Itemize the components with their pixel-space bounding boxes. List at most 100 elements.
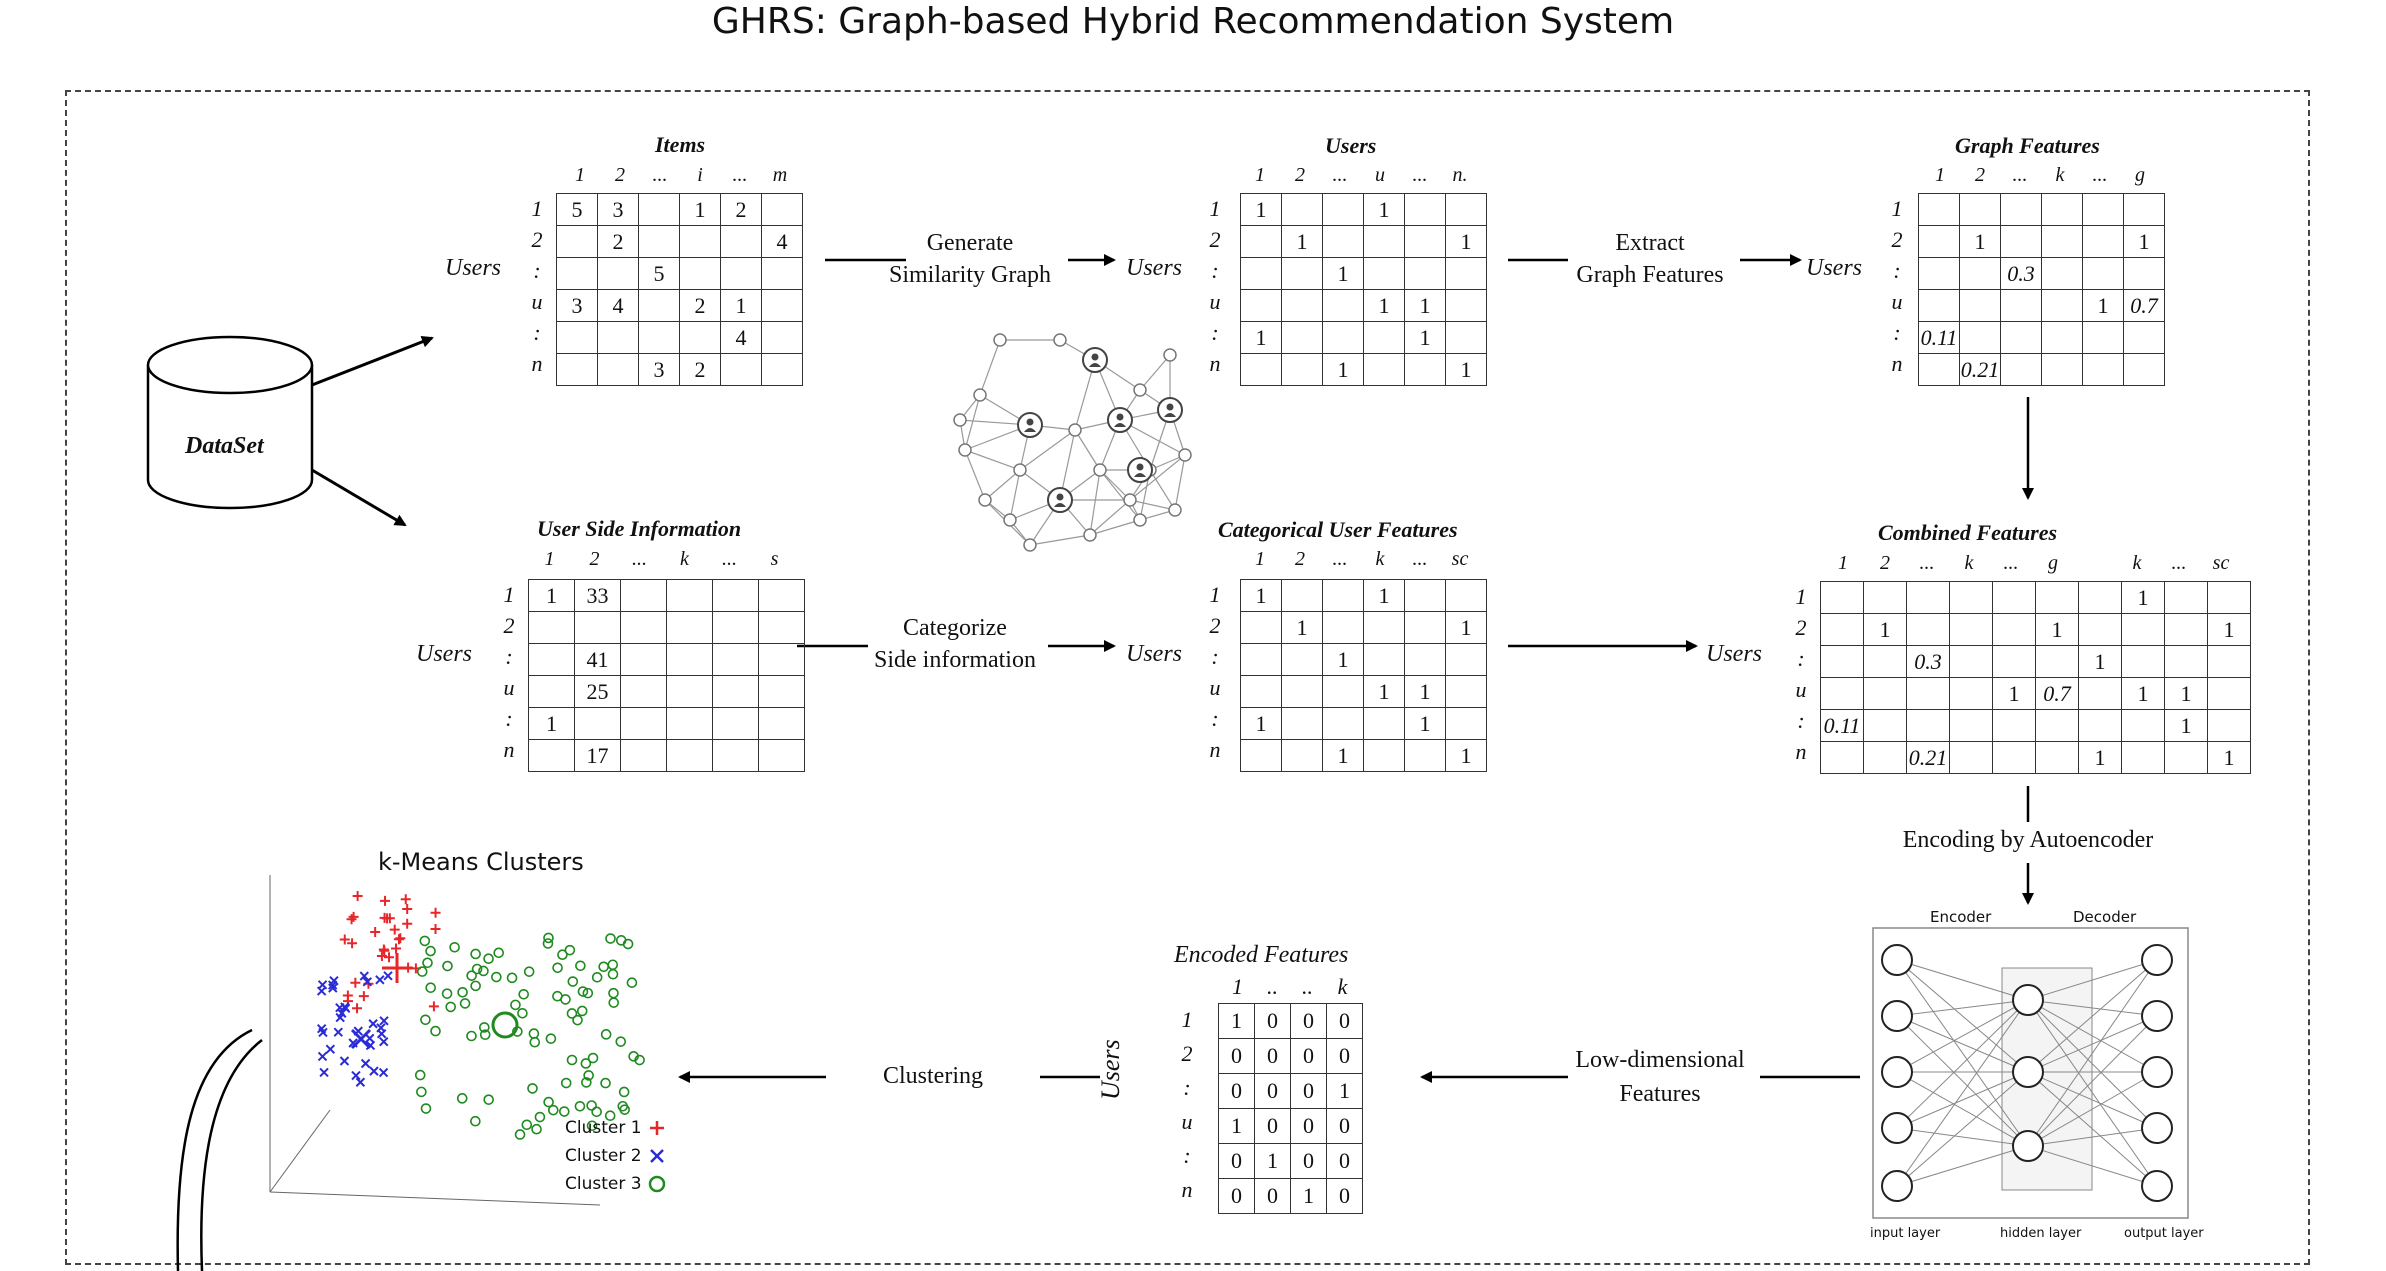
ae-connection: [1896, 1071, 2029, 1147]
matrix-cell: [2164, 741, 2208, 774]
row-header: 2: [1795, 615, 1807, 640]
cluster-2-point: [327, 980, 338, 990]
matrix-cell: [1281, 289, 1323, 322]
combined-title: Combined Features: [1878, 520, 2058, 545]
matrix-cell: 1: [2164, 677, 2208, 710]
matrix-cell: [574, 707, 621, 740]
column-header: k: [1964, 552, 1974, 574]
cluster-3-point: [470, 948, 481, 960]
matrix-cell: [1240, 611, 1282, 644]
column-header: k: [1375, 548, 1385, 570]
network-edge: [1029, 534, 1091, 546]
cluster-2-centroid: [350, 1028, 372, 1050]
cluster-2-point: [333, 1027, 343, 1037]
ae-connection: [1896, 1015, 2029, 1073]
matrix-cell: 0: [1254, 1108, 1291, 1144]
users-matrix-title: Users: [1325, 133, 1377, 158]
ae-connection: [2027, 999, 2158, 1187]
legend-marker-2: [650, 1149, 664, 1163]
row-header: :: [1183, 1075, 1191, 1100]
matrix-cell: [1404, 611, 1446, 644]
matrix-cell: [1281, 707, 1323, 740]
network-edge: [964, 394, 981, 451]
matrix-cell: [712, 643, 759, 676]
matrix-cell: [2164, 645, 2208, 678]
matrix-cell: [666, 643, 713, 676]
cluster-3-point: [420, 1103, 432, 1114]
matrix-cell: 1: [1404, 289, 1446, 322]
matrix-cell: [712, 611, 759, 644]
matrix-cell: [574, 611, 621, 644]
matrix-cell: [1363, 643, 1405, 676]
cluster-2-point: [340, 1002, 350, 1012]
matrix-cell: [2078, 709, 2122, 742]
matrix-cell: [666, 579, 713, 612]
matrix-cell: [1906, 613, 1950, 646]
user-body: [1134, 473, 1146, 477]
cluster-2-point: [379, 1037, 389, 1047]
cluster-3-point: [483, 1094, 494, 1105]
matrix-cell: 1: [1281, 611, 1323, 644]
matrix-cell: [1240, 225, 1282, 258]
matrix-cell: [620, 611, 667, 644]
cluster-3-point: [600, 1077, 611, 1089]
cluster-3-point: [618, 1086, 630, 1098]
matrix-cell: [1820, 677, 1864, 710]
matrix-cell: [2041, 257, 2083, 290]
network-edge: [964, 449, 986, 501]
matrix-cell: 0.7: [2123, 289, 2165, 322]
generate-label-line1: Generate: [926, 230, 1014, 256]
cluster-3-point: [615, 1036, 627, 1047]
row-header: 2: [1209, 613, 1221, 638]
cluster-1-point: [402, 903, 413, 914]
matrix-cell: [1363, 321, 1405, 354]
ae-connection: [2027, 1015, 2158, 1073]
matrix-cell: [1906, 581, 1950, 614]
network-edge: [984, 469, 1021, 501]
matrix-cell: 4: [761, 225, 803, 258]
ae-connection: [2027, 1015, 2158, 1147]
matrix-cell: 1: [1363, 289, 1405, 322]
encoder-label: Encoder: [1930, 908, 1992, 926]
arrow-dataset-to-items: [311, 336, 434, 387]
ae-connection: [1896, 999, 2029, 1129]
cluster-3-point: [547, 1104, 559, 1116]
network-node: [973, 388, 987, 402]
matrix-cell: [1281, 675, 1323, 708]
cluster-2-point: [376, 1023, 386, 1033]
ae-connection: [1896, 1071, 2029, 1129]
network-edge: [1099, 469, 1141, 521]
matrix-cell: [1363, 225, 1405, 258]
categorical-title: Categorical User Features: [1218, 517, 1458, 542]
matrix-cell: 0: [1218, 1038, 1255, 1074]
network-node: [1133, 513, 1147, 527]
matrix-cell: [1820, 645, 1864, 678]
matrix-cell: [666, 675, 713, 708]
column-header: ...: [722, 548, 737, 570]
ae-connection: [1896, 1145, 2029, 1187]
matrix-cell: 1: [1281, 225, 1323, 258]
matrix-cell: [1906, 677, 1950, 710]
matrix-cell: [528, 611, 575, 644]
matrix-row: 5: [556, 257, 803, 290]
matrix-cell: 1: [1322, 739, 1364, 772]
cluster-3-point: [626, 977, 638, 988]
cluster-3-point: [607, 968, 619, 980]
ae-neuron: [2141, 944, 2173, 976]
cluster-3-point: [479, 1029, 491, 1041]
row-header: u: [1891, 289, 1903, 314]
matrix-cell: [758, 675, 805, 708]
matrix-cell: [1404, 579, 1446, 612]
matrix-cell: [2164, 613, 2208, 646]
user-body: [1164, 413, 1176, 417]
network-edge: [1099, 469, 1131, 501]
matrix-cell: [1918, 289, 1960, 322]
cluster-3-centroid: [491, 1011, 519, 1039]
